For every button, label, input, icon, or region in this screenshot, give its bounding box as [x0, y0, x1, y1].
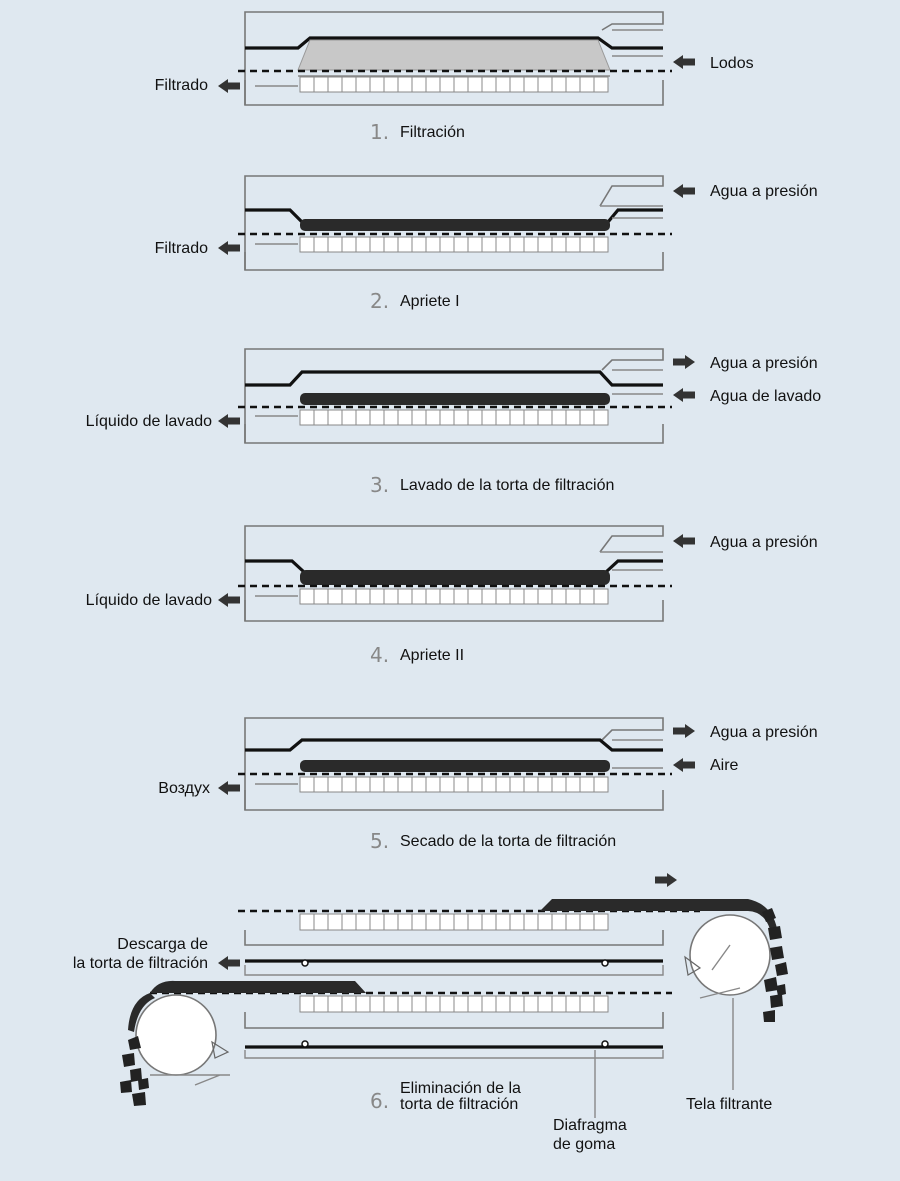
stage-6-caption-line-1: Eliminación de la — [400, 1080, 521, 1097]
stage-5-water-out-arrow — [673, 724, 695, 738]
stage-5-air-in-arrow — [673, 758, 695, 772]
stage-3-wash-in-arrow — [673, 388, 695, 402]
stage-5-caption: Secado de la torta de filtración — [400, 833, 616, 850]
stage-6-left-label-line-1: Descarga de — [117, 936, 208, 953]
right-roller — [689, 914, 771, 996]
stage-2: Filtrado Agua a presión 2. Apriete I — [155, 175, 818, 313]
stage-5-right-label-1: Agua a presión — [710, 724, 818, 741]
belt-direction-arrow — [655, 873, 677, 887]
stage-5-left-label: Воздух — [158, 780, 210, 797]
cake-discharge-arrow — [218, 956, 240, 970]
stage-4-caption: Apriete II — [400, 647, 464, 664]
stage-4-left-label: Líquido de lavado — [86, 592, 212, 609]
stage-5-number: 5. — [370, 829, 389, 853]
stage-4-out-arrow — [218, 593, 240, 607]
diaphragm-label-line-1: Diafragma — [553, 1117, 627, 1134]
stage-2-left-label: Filtrado — [155, 240, 208, 257]
stage-3-water-out-arrow — [673, 355, 695, 369]
stage-1-left-label: Filtrado — [155, 77, 208, 94]
stage-2-out-arrow — [218, 241, 240, 255]
stage-6-left-label-line-2: la torta de filtración — [73, 955, 208, 972]
stage-4-in-arrow — [673, 534, 695, 548]
stage-3: Líquido de lavado Agua a presión Agua de… — [86, 348, 821, 497]
stage-2-caption: Apriete I — [400, 293, 460, 310]
stage-5: Воздух Agua a presión Aire 5. Secado de … — [158, 717, 818, 853]
stage-2-right-label-1: Agua a presión — [710, 183, 818, 200]
stage-4-number: 4. — [370, 643, 389, 667]
filtrate-out-arrow — [218, 79, 240, 93]
stage-1-caption: Filtración — [400, 124, 465, 141]
stage-3-right-label-2: Agua de lavado — [710, 388, 821, 405]
stage-5-right-label-2: Aire — [710, 757, 739, 774]
stage-3-right-label-1: Agua a presión — [710, 355, 818, 372]
stage-3-number: 3. — [370, 473, 389, 497]
stage-6-caption-line-2: torta de filtración — [400, 1096, 518, 1113]
left-roller — [135, 994, 217, 1076]
stage-3-left-label: Líquido de lavado — [86, 413, 212, 430]
stage-3-caption: Lavado de la torta de filtración — [400, 477, 614, 494]
stage-4-right-label-1: Agua a presión — [710, 534, 818, 551]
stage-5-out-arrow — [218, 781, 240, 795]
diaphragm-label-line-2: de goma — [553, 1136, 615, 1153]
stage-4: Líquido de lavado Agua a presión 4. Apri… — [86, 525, 818, 667]
stage-6-number: 6. — [370, 1089, 389, 1113]
stage-2-in-arrow — [673, 184, 695, 198]
stage-3-out-arrow — [218, 414, 240, 428]
stage-6: Descarga de la torta de filtración 6. El… — [73, 873, 788, 1153]
slurry-in-arrow — [673, 55, 695, 69]
filter-cloth-label: Tela filtrante — [686, 1096, 772, 1113]
stage-2-number: 2. — [370, 289, 389, 313]
stage-1-number: 1. — [370, 120, 389, 144]
stage-1-right-label-1: Lodos — [710, 55, 754, 72]
